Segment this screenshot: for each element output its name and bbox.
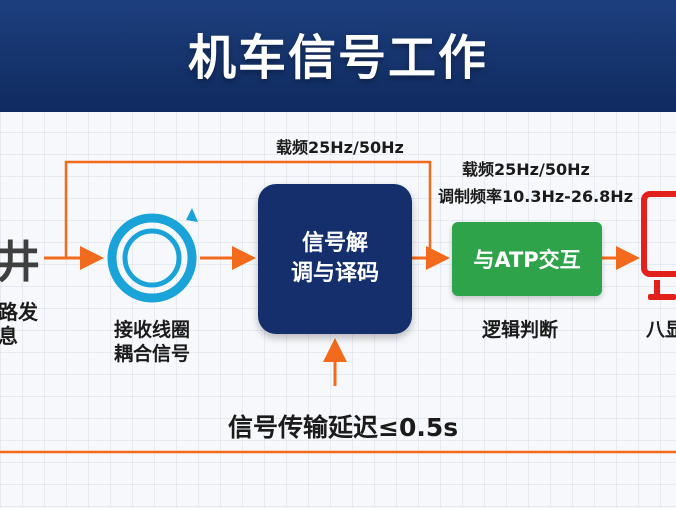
bypass-line [64, 160, 432, 258]
signal-display-icon [641, 191, 676, 300]
track-circuit-label: 路发 息 [0, 300, 38, 348]
atp-interaction-block: 与ATP交互 [452, 222, 602, 296]
receiver-coil-icon [107, 208, 198, 303]
title-banner: 机车信号工作 [0, 0, 676, 112]
receiver-coil-label: 接收线圈 耦合信号 [113, 319, 190, 365]
transmission-delay-label: 信号传输延迟≤0.5s [228, 413, 459, 442]
page-title: 机车信号工作 [187, 30, 488, 86]
demodulation-decoding-block: 信号解 调与译码 [258, 184, 412, 334]
modulation-frequency-label: 调制频率10.3Hz-26.8Hz [438, 187, 634, 206]
logic-judgement-label: 逻辑判断 [482, 319, 559, 341]
carrier-frequency-label-top: 载频25Hz/50Hz [276, 138, 404, 157]
display-label: 八显 [646, 319, 676, 341]
track-circuit-icon: 井 [0, 237, 40, 288]
carrier-frequency-label-right: 载频25Hz/50Hz [462, 160, 590, 179]
